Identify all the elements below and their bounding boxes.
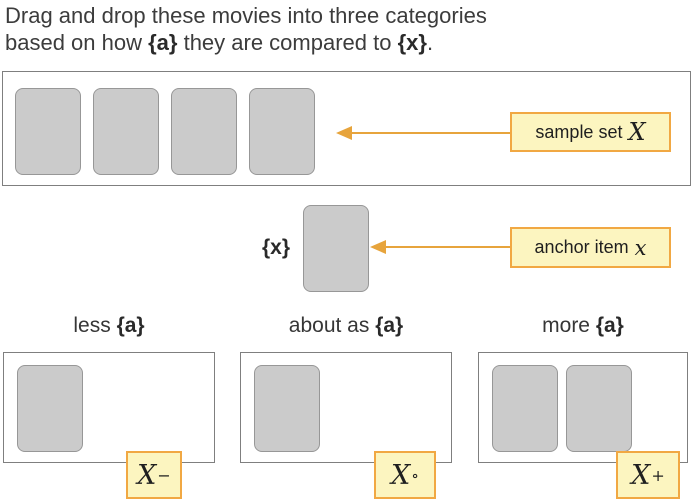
script-x-symbol: X xyxy=(628,118,646,146)
movie-card[interactable] xyxy=(93,88,159,175)
movie-card[interactable] xyxy=(566,365,632,452)
drop-zone-about-as[interactable] xyxy=(240,352,452,463)
anchor-token-inline: {x} xyxy=(397,30,427,55)
category-title-more: more {a} xyxy=(478,314,688,338)
drop-zone-more[interactable] xyxy=(478,352,688,463)
movie-card[interactable] xyxy=(17,365,83,452)
arrowhead-icon xyxy=(370,240,386,254)
category-symbol-ring: X∘ xyxy=(374,451,436,499)
category-title-text: less xyxy=(73,314,117,337)
attribute-token: {a} xyxy=(595,314,624,337)
instructions-text: based on how xyxy=(5,30,149,55)
movie-card[interactable] xyxy=(171,88,237,175)
category-symbol-minus: X− xyxy=(126,451,182,499)
anchor-card xyxy=(303,205,369,292)
instructions-text: . xyxy=(426,30,434,55)
sample-set-callout: sample set X xyxy=(510,112,671,152)
arrow-to-anchor-item xyxy=(385,246,510,248)
movie-card[interactable] xyxy=(15,88,81,175)
anchor-item-callout: anchor item x xyxy=(510,227,671,268)
movie-card[interactable] xyxy=(254,365,320,452)
instructions-line-1: Drag and drop these movies into three ca… xyxy=(5,3,487,29)
movie-card[interactable] xyxy=(249,88,315,175)
script-x-symbol: X xyxy=(631,459,651,491)
arrowhead-icon xyxy=(336,126,352,140)
instructions-line-2: based on how {a} they are compared to {x… xyxy=(5,30,433,56)
category-title-text: more xyxy=(542,314,596,337)
instructions-text: they are compared to xyxy=(177,30,398,55)
attribute-token: {a} xyxy=(116,314,145,337)
drop-zone-less[interactable] xyxy=(3,352,215,463)
arrow-to-sample-set xyxy=(351,132,510,134)
script-x-symbol: X xyxy=(137,459,157,491)
category-title-about-as: about as {a} xyxy=(240,314,452,338)
category-title-text: about as xyxy=(288,314,376,337)
superscript-ring: ∘ xyxy=(411,465,420,485)
anchor-item-label: anchor item xyxy=(534,237,629,257)
italic-x-symbol: x xyxy=(634,235,647,260)
sample-set-label: sample set xyxy=(535,121,623,142)
superscript-plus: + xyxy=(651,465,665,485)
anchor-token-label: {x} xyxy=(261,236,290,259)
category-symbol-plus: X+ xyxy=(616,451,680,499)
movie-card[interactable] xyxy=(492,365,558,452)
category-title-less: less {a} xyxy=(3,314,215,338)
instructions-text: Drag and drop these movies into three ca… xyxy=(5,3,487,28)
attribute-token: {a} xyxy=(375,314,404,337)
script-x-symbol: X xyxy=(390,459,411,491)
superscript-minus: − xyxy=(157,465,171,485)
attribute-token: {a} xyxy=(148,30,178,55)
